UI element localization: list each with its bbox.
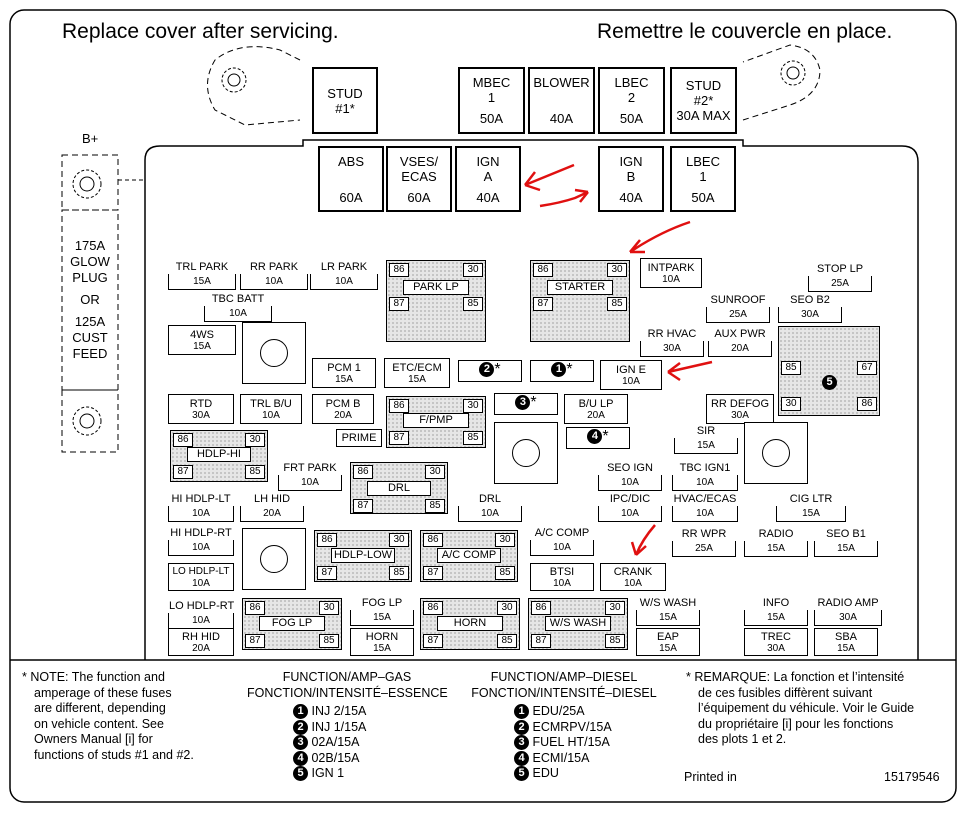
printed-in: Printed in [684,770,737,784]
stud-2[interactable]: STUD#2*30A MAX [670,67,737,134]
diesel-title: FUNCTION/AMP–DIESEL FONCTION/INTENSITÉ–D… [471,670,657,700]
stud-1[interactable]: STUD#1* [312,67,378,134]
header-right: Remettre le couvercle en place. [597,20,893,43]
fuse-position-2[interactable]: 2* [458,360,522,382]
mount-post [744,422,808,484]
diesel-list: 1 EDU/25A 2 ECMRPV/15A 3 FUEL HT/15A 4 E… [514,704,612,782]
bplus-label: B+ [82,131,99,146]
gas-list: 1 INJ 2/15A 2 INJ 1/15A 3 02A/15A 4 02B/… [293,704,366,782]
fuse-position-1[interactable]: 1* [530,360,594,382]
header-left: Replace cover after servicing. [62,20,339,43]
mount-post [242,528,306,590]
mount-post [242,322,306,384]
gas-title: FUNCTION/AMP–GAS FONCTION/INTENSITÉ–ESSE… [247,670,448,700]
fuse-position-4[interactable]: 4* [566,427,630,449]
part-number: 15179546 [884,770,940,784]
fuse-prime[interactable]: PRIME [336,429,382,447]
fuse-position-3[interactable]: 3* [494,393,558,415]
remarque-text: * REMARQUE: La fonction et l’intensité d… [686,670,915,746]
mount-post [494,422,558,484]
note-text: * NOTE: The function and amperage of the… [22,670,194,762]
